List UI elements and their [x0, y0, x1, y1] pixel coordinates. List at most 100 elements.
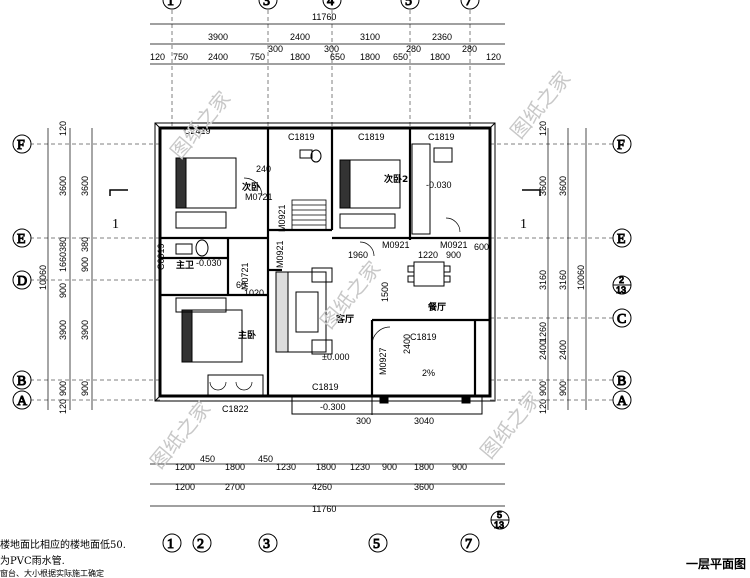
section-markers [109, 189, 541, 196]
misc-dim-8: 2400 [402, 334, 412, 354]
dim-left-6: 900 [58, 381, 68, 396]
level-mark-1: -0.030 [426, 180, 452, 190]
dim-right2-1: 3160 [558, 270, 568, 290]
axis-left-D-label: D [17, 274, 27, 289]
left-dimensions: 10060 120 3600 380 1660 900 3900 900 120… [38, 121, 90, 414]
note-line-2: 为PVC雨水管. [0, 556, 65, 567]
dim-right-total: 10060 [576, 265, 586, 290]
window-tag-2: C1819 [428, 132, 455, 142]
bed-master [175, 297, 243, 363]
dim-bot2-2: 4260 [312, 482, 332, 492]
dim-top2-0: 120 [150, 52, 165, 62]
dim-top2-5: 650 [330, 52, 345, 62]
bed-secondary-2 [339, 159, 401, 229]
kitchen-counter [411, 143, 453, 235]
dim-right2-3: 900 [558, 381, 568, 396]
door-tag-4: M0921 [440, 240, 468, 250]
axis-bottom-5-label: 5 [373, 537, 380, 552]
dim-bot2-1: 2700 [225, 482, 245, 492]
dim-left2-1: 380 [80, 237, 90, 252]
dim-right2-0: 3600 [558, 176, 568, 196]
window-tag-0: C1819 [288, 132, 315, 142]
axis-markers-left: F E D B A [12, 134, 32, 410]
dim-right-0: 120 [538, 121, 548, 136]
axis-left-B-label: B [17, 374, 26, 389]
dim-left2-3: 3900 [80, 320, 90, 340]
dim-bot1-6: 1230 [350, 462, 370, 472]
axis-bottom-1-label: 1 [167, 537, 174, 552]
bed-secondary-1 [175, 157, 237, 229]
door-tag-1: M0921 [277, 204, 287, 232]
dim-top-s1: 300 [268, 44, 283, 54]
misc-dim-0: 1960 [348, 250, 368, 260]
sofa-set [275, 267, 333, 355]
dim-right-3: 3160 [538, 270, 548, 290]
staircase [291, 199, 327, 231]
dim-left-2: 380 [58, 237, 68, 252]
bottom-dimensions: 1200 450 1800 450 1230 1800 1230 900 180… [175, 454, 467, 514]
dim-left-total: 10060 [38, 265, 48, 290]
dim-top-4: 2360 [432, 32, 452, 42]
axis-right-C-label: C [617, 312, 626, 327]
dim-top-total: 11760 [312, 12, 336, 22]
note-line-1: 楼地面比相应的楼地面低50. [0, 540, 126, 551]
bathroom-fixtures [175, 149, 322, 257]
dim-bot1-2: 1800 [225, 462, 245, 472]
axis-top-5-label: 5 [405, 0, 412, 9]
dim-top2-1: 750 [173, 52, 188, 62]
dim-top-3: 3100 [360, 32, 380, 42]
misc-dim-7: 240 [256, 164, 271, 174]
misc-dim-10: 300 [356, 416, 371, 426]
dim-top-s2: 300 [324, 44, 339, 54]
dim-left-4: 900 [58, 283, 68, 298]
dim-bot1-3: 450 [258, 454, 273, 464]
dim-right-6: 120 [538, 399, 548, 414]
misc-dim-4: 1500 [380, 282, 390, 302]
axis-bottom-7-label: 7 [465, 537, 472, 552]
level-mark-0: ±0.000 [322, 352, 349, 362]
dim-top2-3: 750 [250, 52, 265, 62]
dim-bot1-9: 900 [452, 462, 467, 472]
dim-left-0: 120 [58, 121, 68, 136]
axis-left-E-label: E [17, 232, 26, 247]
axis-513-bottom: 13 [494, 520, 504, 530]
window-tag-3: C1819 [410, 332, 437, 342]
room-label-bedroom2: 次卧 [242, 181, 260, 193]
axis-bottom-2-label: 2 [197, 537, 204, 552]
axis-right-B-label: B [617, 374, 626, 389]
room-label-bedroom3: 次卧2 [384, 173, 408, 185]
axis-left-F-label: F [17, 138, 25, 153]
axis-top-7-label: 7 [465, 0, 472, 9]
room-label-living: 客厅 [335, 313, 354, 325]
section-mark-left: 1 [112, 217, 119, 232]
door-window-tags: M0721 M0921 M0921 M0921 M0921 M0927 M072… [156, 126, 468, 414]
axis-top-3-label: 3 [263, 0, 270, 9]
axis-top-1 [162, 0, 182, 10]
level-marks: ±0.000 -0.030 -0.030 -0.300 [196, 180, 452, 412]
window-tag-4: C1819 [312, 382, 339, 392]
dim-top2-6: 1800 [360, 52, 380, 62]
dim-top2-4: 1800 [290, 52, 310, 62]
note-line-3: 窗台、大小根据实际施工确定 [0, 569, 104, 578]
axis-markers-top: 1 3 4 5 7 [162, 0, 480, 10]
dim-top-s4: 280 [462, 44, 477, 54]
axis-right-E-label: E [617, 232, 626, 247]
right-dimensions: 3600 3160 2400 900 120 1260 120 3600 316… [538, 121, 586, 414]
dim-left2-2: 900 [80, 257, 90, 272]
dim-bot1-7: 900 [382, 462, 397, 472]
misc-dim-6: 60 [236, 280, 246, 290]
misc-dim-2: 900 [446, 250, 461, 260]
window-tag-1: C1819 [358, 132, 385, 142]
door-tag-5: M0927 [378, 347, 388, 375]
dim-right-4: 2400 [538, 340, 548, 360]
dim-top2-8: 1800 [430, 52, 450, 62]
dim-top2-2: 2400 [208, 52, 228, 62]
dim-bot1-8: 1800 [414, 462, 434, 472]
room-label-master-bath: 主卫 [176, 259, 194, 271]
dim-bot1-4: 1230 [276, 462, 296, 472]
dim-left-5: 3900 [58, 320, 68, 340]
misc-dim-9: 3040 [414, 416, 434, 426]
axis-markers-right: F E 2 13 C B A [612, 134, 632, 410]
room-labels: 次卧 次卧2 主卫 主卧 客厅 餐厅 [176, 173, 446, 341]
